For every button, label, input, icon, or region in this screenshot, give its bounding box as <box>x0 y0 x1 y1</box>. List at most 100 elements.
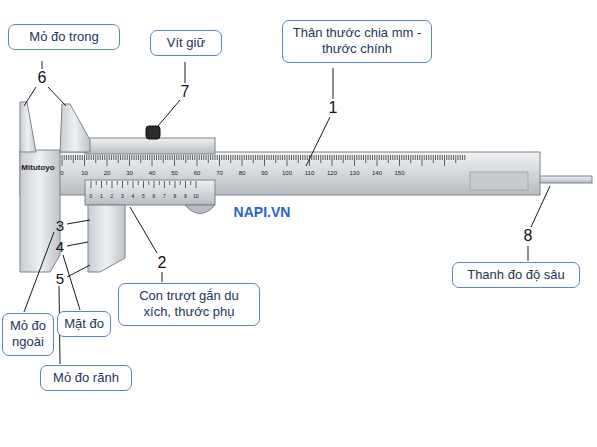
scale-number: 60 <box>194 170 201 176</box>
scale-tick <box>329 155 330 160</box>
scale-tick <box>442 155 443 160</box>
scale-tick <box>345 155 346 160</box>
scale-tick <box>341 155 342 160</box>
callout-box: Thanh đo độ sâu <box>452 262 580 288</box>
scale-tick <box>404 155 405 160</box>
scale-tick <box>255 155 256 160</box>
scale-tick <box>73 155 74 163</box>
scale-tick <box>397 155 398 160</box>
part-name: Thanh đo độ sâu <box>459 267 573 283</box>
scale-tick <box>253 155 254 163</box>
scale-tick <box>120 155 121 160</box>
vernier-number: 3 <box>121 194 124 199</box>
scale-tick <box>80 155 81 160</box>
callout-number: 4 <box>56 239 64 254</box>
scale-tick <box>106 181 107 185</box>
scale-tick <box>169 181 170 185</box>
callout-number: 1 <box>329 100 338 116</box>
scale-tick <box>350 155 351 160</box>
scale-tick <box>93 155 94 160</box>
scale-tick <box>82 155 83 160</box>
scale-tick <box>388 155 389 163</box>
scale-tick <box>458 155 459 160</box>
scale-tick <box>383 155 384 160</box>
scale-tick <box>431 155 432 160</box>
scale-tick <box>174 155 175 166</box>
callout-box: Con trượt gắn du xích, thước phụ <box>118 283 260 326</box>
scale-tick <box>148 181 149 185</box>
scale-tick <box>181 155 182 160</box>
scale-tick <box>75 155 76 160</box>
scale-tick <box>196 181 197 188</box>
scale-tick <box>217 155 218 160</box>
scale-tick <box>460 155 461 160</box>
scale-tick <box>96 181 97 185</box>
callout-box: Mỏ đo trong <box>8 24 120 50</box>
scale-tick <box>109 155 110 160</box>
vernier-number: 6 <box>153 194 156 199</box>
scale-tick <box>164 181 165 188</box>
scale-tick <box>426 155 427 160</box>
scale-tick <box>444 155 445 166</box>
scale-tick <box>117 181 118 185</box>
scale-tick <box>374 155 375 160</box>
scale-tick <box>101 181 102 188</box>
scale-tick <box>408 155 409 160</box>
scale-tick <box>356 155 357 160</box>
scale-number: 50 <box>171 170 178 176</box>
scale-tick <box>138 155 139 160</box>
scale-tick <box>269 155 270 160</box>
scale-tick <box>289 155 290 160</box>
scale-number: 130 <box>349 170 359 176</box>
callout-box: Mặt đo <box>57 311 111 337</box>
part-name: Thân thước chia mm - thước chính <box>289 25 425 58</box>
scale-tick <box>84 155 85 166</box>
vernier-number: 7 <box>163 194 166 199</box>
scale-tick <box>129 155 130 166</box>
scale-tick <box>323 155 324 160</box>
scale-tick <box>332 155 333 166</box>
scale-tick <box>104 155 105 160</box>
scale-tick <box>278 155 279 160</box>
scale-tick <box>165 155 166 160</box>
scale-tick <box>116 155 117 160</box>
scale-tick <box>422 155 423 166</box>
scale-tick <box>419 155 420 160</box>
scale-tick <box>435 155 436 160</box>
scale-tick <box>275 155 276 163</box>
scale-tick <box>325 155 326 160</box>
scale-tick <box>359 155 360 160</box>
callout-number: 8 <box>524 228 533 244</box>
scale-tick <box>113 155 114 160</box>
scale-tick <box>451 155 452 160</box>
scale-tick <box>158 155 159 160</box>
scale-tick <box>271 155 272 160</box>
scale-tick <box>175 181 176 188</box>
part-name: Con trượt gắn du xích, thước phụ <box>125 288 253 321</box>
scale-number: 0 <box>60 170 63 176</box>
scale-tick <box>251 155 252 160</box>
scale-tick <box>377 155 378 166</box>
scale-tick <box>287 155 288 166</box>
scale-tick <box>62 155 63 166</box>
scale-tick <box>147 155 148 160</box>
scale-number: 10 <box>81 170 88 176</box>
part-name: Mỏ đo rãnh <box>47 370 125 386</box>
scale-tick <box>464 155 465 160</box>
scale-number: 100 <box>282 170 292 176</box>
vernier-number: 10 <box>193 194 199 199</box>
scale-tick <box>163 155 164 163</box>
scale-tick <box>449 155 450 160</box>
scale-tick <box>302 155 303 160</box>
scale-tick <box>172 155 173 160</box>
vernier-number: 9 <box>184 194 187 199</box>
scale-tick <box>149 155 150 160</box>
scale-tick <box>372 155 373 160</box>
scale-tick <box>260 155 261 160</box>
callout-box: Thân thước chia mm - thước chính <box>282 20 432 63</box>
scale-tick <box>298 155 299 163</box>
scale-tick <box>282 155 283 160</box>
scale-tick <box>134 155 135 160</box>
scale-number: 90 <box>261 170 268 176</box>
scale-tick <box>417 155 418 160</box>
